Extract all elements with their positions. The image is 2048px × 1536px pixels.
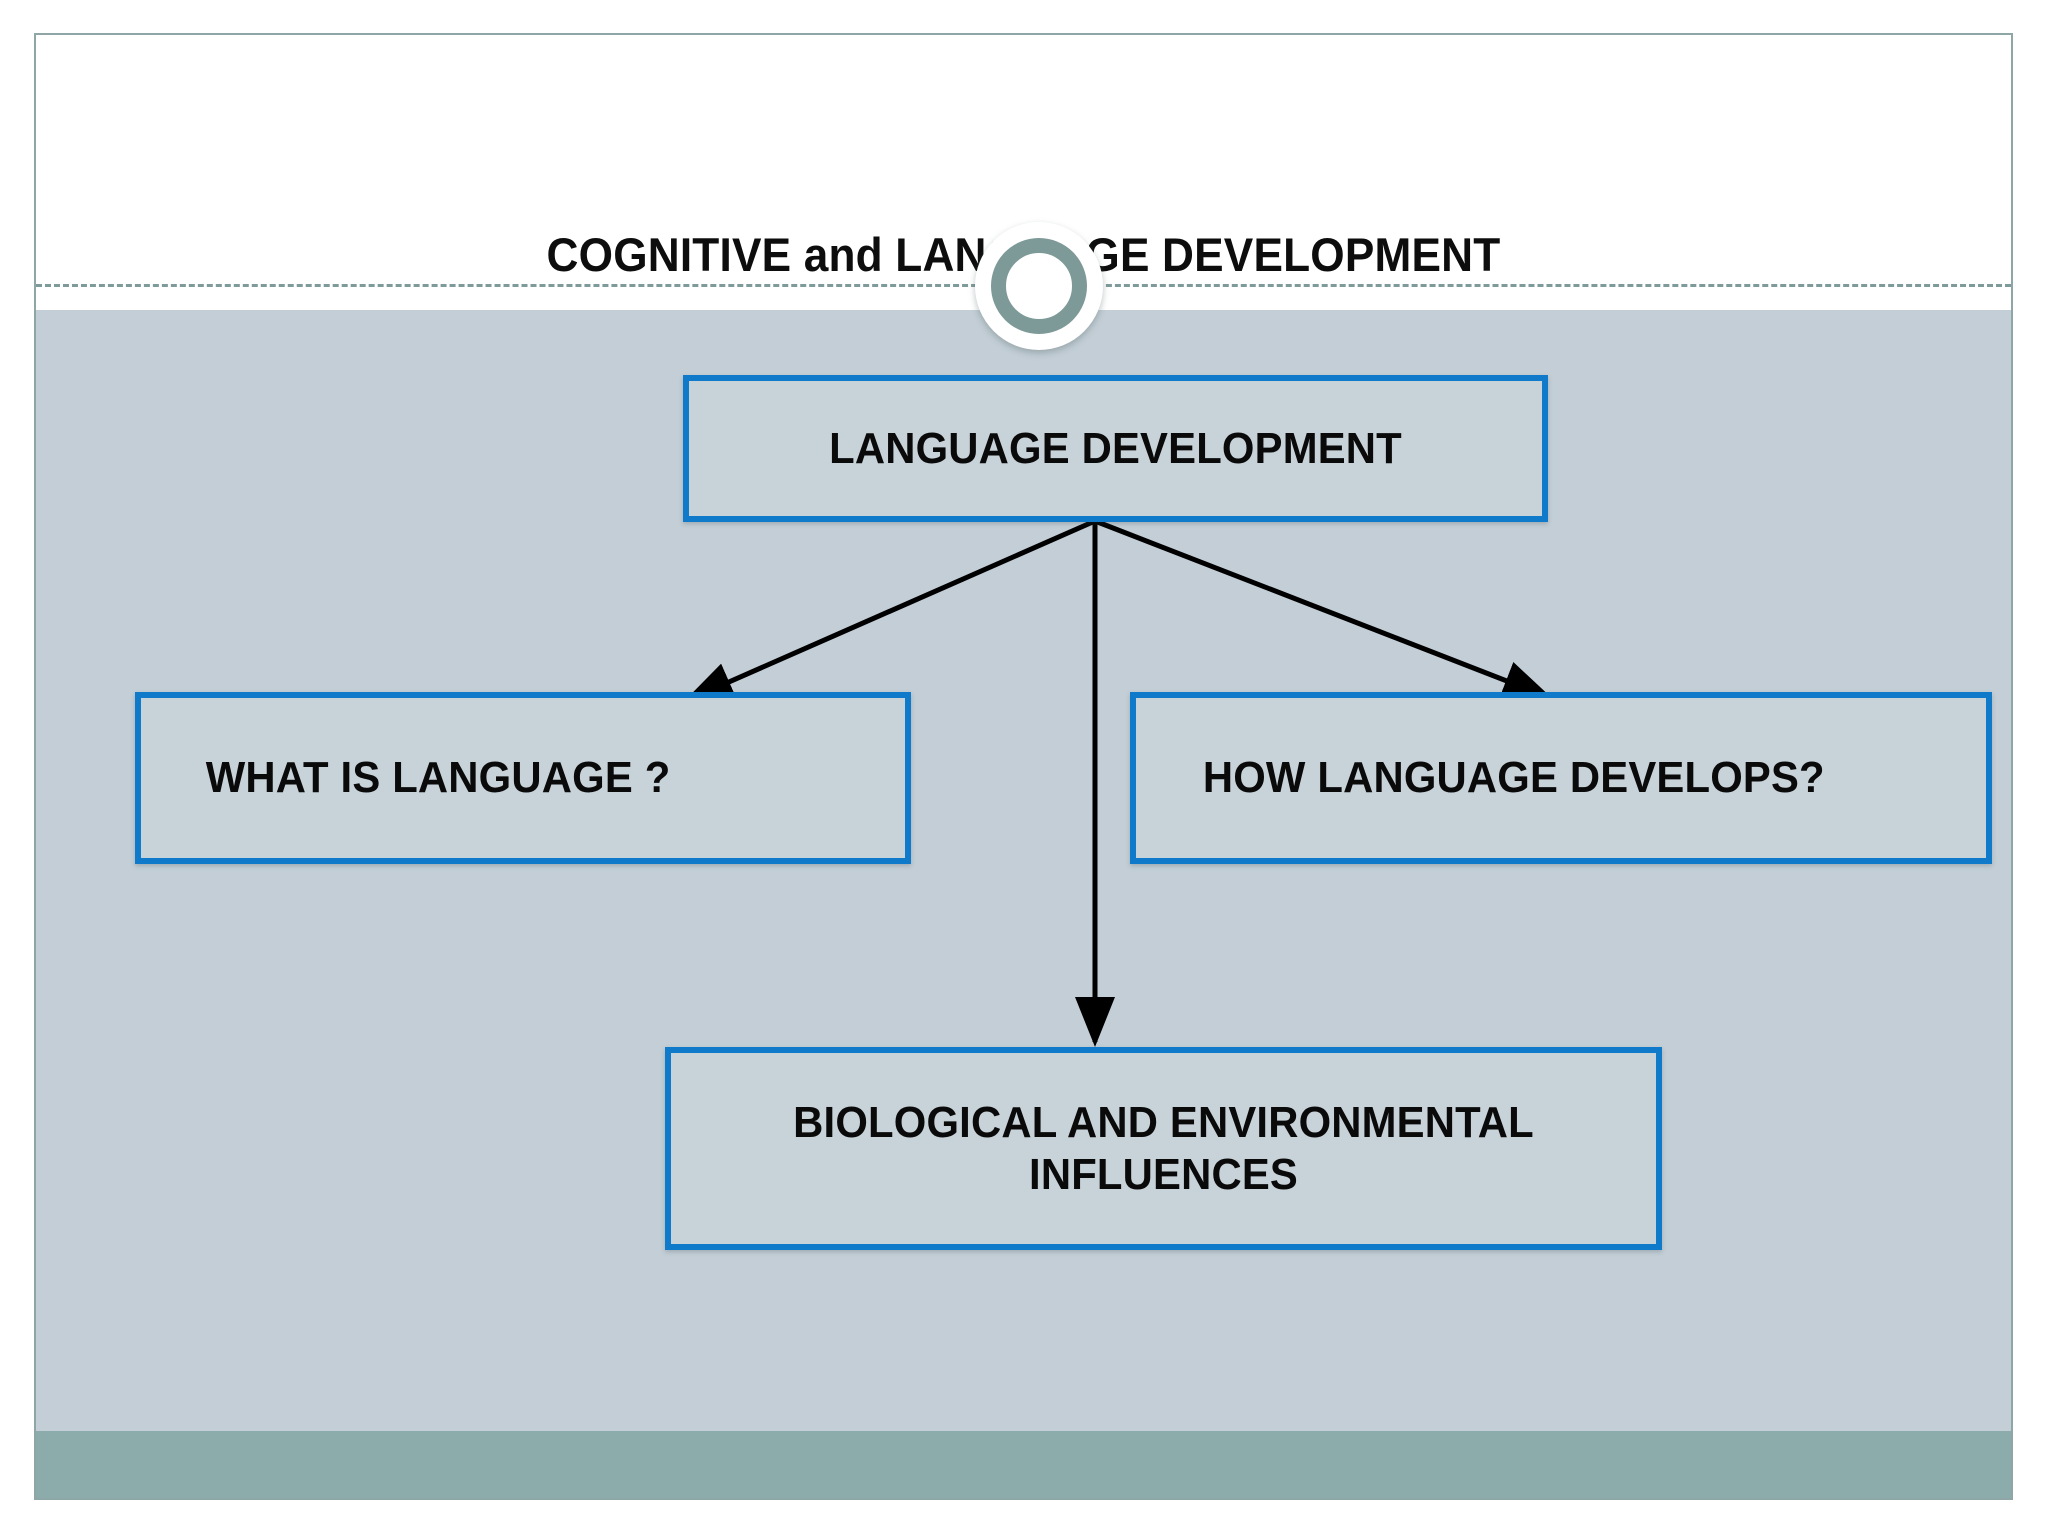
node-how-language-develops[interactable]: HOW LANGUAGE DEVELOPS?: [1130, 692, 1992, 864]
node-how-language-develops-label: HOW LANGUAGE DEVELOPS?: [1202, 753, 1825, 803]
node-biological-environmental-label-line-2: INFLUENCES: [1029, 1149, 1298, 1199]
node-language-development-label: LANGUAGE DEVELOPMENT: [829, 423, 1402, 473]
node-what-is-language-label: WHAT IS LANGUAGE ?: [205, 753, 671, 803]
node-language-development[interactable]: LANGUAGE DEVELOPMENT: [683, 375, 1548, 522]
decorative-ring-icon: [975, 222, 1103, 350]
node-what-is-language[interactable]: WHAT IS LANGUAGE ?: [135, 692, 911, 864]
node-biological-environmental[interactable]: BIOLOGICAL AND ENVIRONMENTAL INFLUENCES: [665, 1047, 1662, 1250]
slide-footer-band: [36, 1431, 2011, 1498]
node-biological-environmental-label-line-1: BIOLOGICAL AND ENVIRONMENTAL: [793, 1097, 1534, 1147]
node-biological-environmental-label: BIOLOGICAL AND ENVIRONMENTAL INFLUENCES: [696, 1097, 1632, 1201]
